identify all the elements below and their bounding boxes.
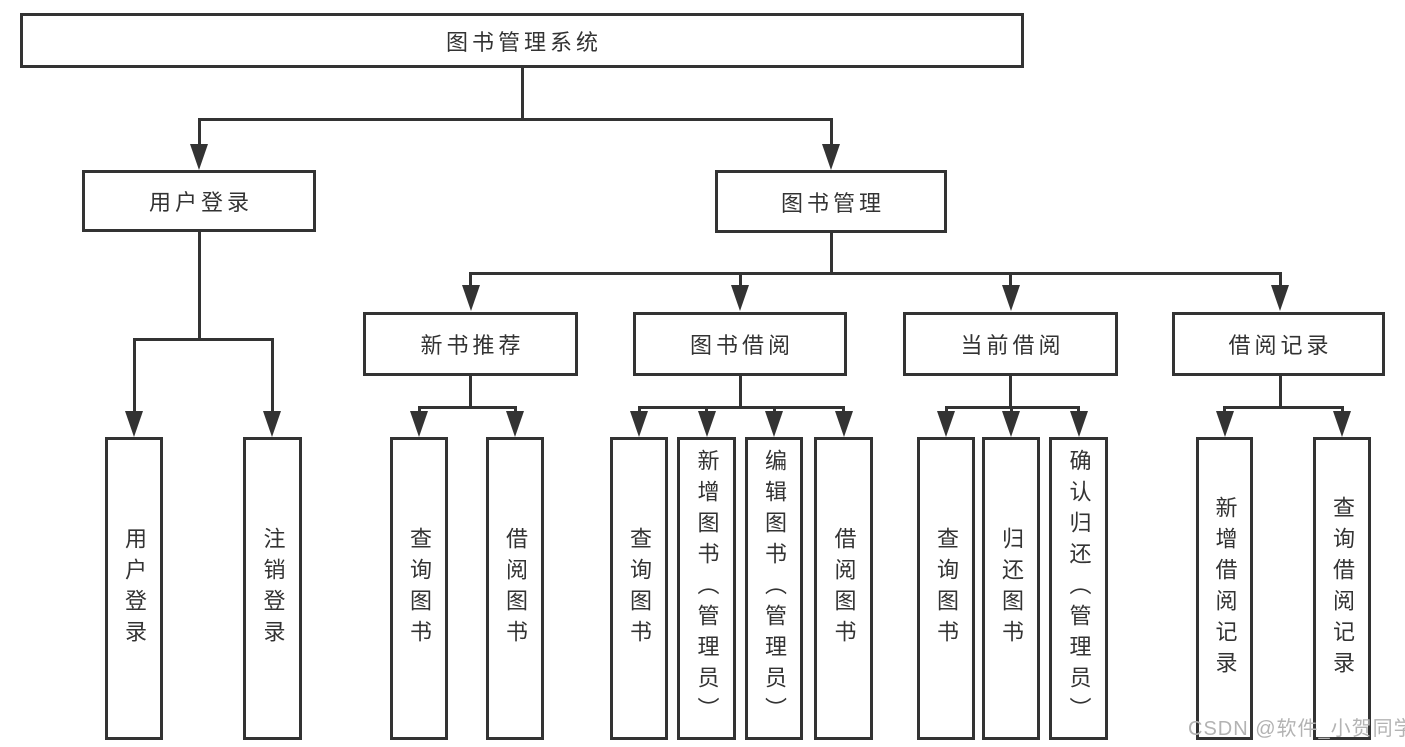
arrowhead-icon bbox=[731, 285, 749, 311]
connector-new-book-rec-stem bbox=[469, 375, 472, 408]
connector-user-login-stem bbox=[197, 231, 201, 341]
node-current-borrow-label: 当前借阅 bbox=[960, 333, 1065, 358]
arrowhead-icon bbox=[263, 411, 281, 437]
connector-root-stem bbox=[520, 68, 524, 118]
leaf-query-book-current: 查询图书 bbox=[917, 437, 975, 740]
leaf-user-login: 用户登录 bbox=[105, 437, 163, 740]
leaf-query-book-rec: 查询图书 bbox=[390, 437, 448, 740]
leaf-borrow-book-rec-label: 借阅图书 bbox=[503, 526, 528, 651]
arrowhead-icon bbox=[822, 144, 840, 170]
leaf-borrow-book-borrow-label: 借阅图书 bbox=[831, 526, 857, 651]
leaf-query-book-borrow: 查询图书 bbox=[610, 437, 668, 740]
node-borrow-records-label: 借阅记录 bbox=[1228, 333, 1333, 358]
leaf-add-book: 新增图书（管理员） bbox=[677, 437, 736, 740]
connector-arrow-shaft bbox=[197, 118, 201, 148]
connector-rail-book-borrow bbox=[637, 406, 845, 409]
leaf-return-book: 归还图书 bbox=[982, 437, 1040, 740]
connector-arrow-shaft bbox=[270, 338, 274, 414]
leaf-add-borrow-record: 新增借阅记录 bbox=[1196, 437, 1253, 740]
leaf-borrow-book-rec: 借阅图书 bbox=[486, 437, 544, 740]
connector-arrow-shaft bbox=[1278, 272, 1282, 290]
connector-rail-level2 bbox=[197, 118, 833, 121]
arrowhead-icon bbox=[697, 411, 716, 437]
connector-rail-new-book-rec bbox=[417, 406, 517, 409]
arrowhead-icon bbox=[834, 411, 853, 437]
leaf-edit-book: 编辑图书（管理员） bbox=[745, 437, 803, 740]
node-book-mgmt-label: 图书管理 bbox=[780, 190, 885, 216]
leaf-return-book-label: 归还图书 bbox=[999, 526, 1024, 651]
leaf-user-login-label: 用户登录 bbox=[122, 526, 147, 651]
connector-rail-borrow-records bbox=[1223, 406, 1343, 409]
arrowhead-icon bbox=[125, 411, 143, 437]
arrowhead-icon bbox=[1215, 411, 1234, 437]
arrowhead-icon bbox=[1069, 411, 1088, 437]
node-user-login-label: 用户登录 bbox=[148, 190, 253, 215]
node-root: 图书管理系统 bbox=[20, 13, 1024, 68]
leaf-confirm-return: 确认归还（管理员） bbox=[1049, 437, 1108, 740]
node-new-book-rec-label: 新书推荐 bbox=[420, 333, 525, 358]
connector-arrow-shaft bbox=[829, 118, 833, 148]
arrowhead-icon bbox=[1333, 411, 1351, 437]
connector-rail-level3 bbox=[469, 272, 1282, 275]
arrowhead-icon bbox=[765, 411, 783, 437]
node-borrow-records: 借阅记录 bbox=[1172, 312, 1385, 376]
node-current-borrow: 当前借阅 bbox=[903, 312, 1118, 376]
connector-book-borrow-stem bbox=[738, 375, 742, 408]
connector-arrow-shaft bbox=[469, 272, 472, 290]
connector-arrow-shaft bbox=[1009, 272, 1012, 290]
watermark: CSDN @软件_小贺同学 bbox=[1188, 718, 1405, 740]
node-book-mgmt: 图书管理 bbox=[715, 170, 947, 233]
leaf-query-book-current-label: 查询图书 bbox=[934, 526, 959, 651]
connector-book-mgmt-stem bbox=[829, 232, 833, 274]
connector-current-borrow-stem bbox=[1009, 375, 1012, 408]
leaf-logout: 注销登录 bbox=[243, 437, 302, 740]
leaf-logout-label: 注销登录 bbox=[260, 526, 286, 651]
leaf-add-book-label: 新增图书（管理员） bbox=[694, 449, 720, 728]
node-book-borrow: 图书借阅 bbox=[633, 312, 847, 376]
leaf-add-borrow-record-label: 新增借阅记录 bbox=[1212, 495, 1238, 682]
arrowhead-icon bbox=[1271, 285, 1289, 311]
leaf-borrow-book-borrow: 借阅图书 bbox=[814, 437, 873, 740]
leaf-query-book-borrow-label: 查询图书 bbox=[627, 526, 652, 651]
arrowhead-icon bbox=[1002, 411, 1020, 437]
arrowhead-icon bbox=[506, 411, 524, 437]
leaf-edit-book-label: 编辑图书（管理员） bbox=[762, 449, 787, 728]
node-new-book-rec: 新书推荐 bbox=[363, 312, 578, 376]
arrowhead-icon bbox=[461, 285, 480, 311]
connector-rail-user-login bbox=[132, 338, 274, 341]
connector-arrow-shaft bbox=[132, 338, 136, 414]
node-root-label: 图书管理系统 bbox=[445, 29, 602, 55]
arrowhead-icon bbox=[410, 411, 428, 437]
arrowhead-icon bbox=[190, 144, 208, 170]
leaf-query-book-rec-label: 查询图书 bbox=[407, 526, 432, 651]
node-user-login: 用户登录 bbox=[82, 170, 316, 232]
node-book-borrow-label: 图书借阅 bbox=[689, 333, 794, 358]
arrowhead-icon bbox=[630, 411, 648, 437]
connector-arrow-shaft bbox=[738, 272, 742, 290]
arrowhead-icon bbox=[1001, 285, 1020, 311]
leaf-confirm-return-label: 确认归还（管理员） bbox=[1066, 449, 1092, 728]
leaf-query-borrow-record: 查询借阅记录 bbox=[1313, 437, 1371, 740]
connector-borrow-records-stem bbox=[1278, 375, 1282, 408]
arrowhead-icon bbox=[937, 411, 955, 437]
leaf-query-borrow-record-label: 查询借阅记录 bbox=[1330, 495, 1355, 682]
